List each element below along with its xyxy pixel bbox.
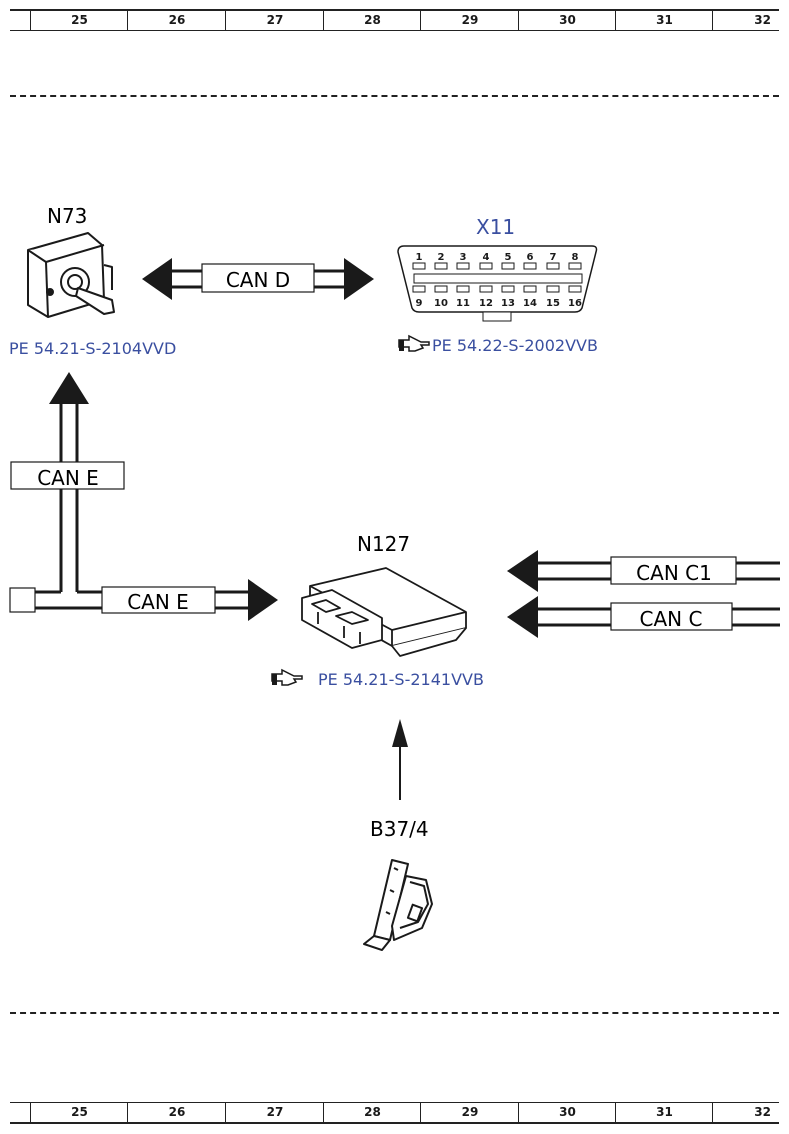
can-c-label: CAN C (640, 607, 703, 631)
pin-socket (501, 262, 515, 270)
section-divider-top (10, 95, 779, 97)
can-e-vertical-label: CAN E (37, 466, 99, 490)
pin-socket (479, 285, 493, 293)
arrowhead-right-icon (248, 579, 278, 621)
ruler-cell: 32 (712, 1103, 779, 1122)
pin-socket (456, 262, 470, 270)
can-e-tag (10, 461, 125, 490)
pedal-sensor-icon (363, 859, 433, 951)
pin-label: 8 (572, 252, 579, 263)
can-d-bus: CAN D (142, 258, 374, 300)
control-unit-icon (301, 567, 467, 657)
ruler-cell: 30 (518, 11, 616, 30)
pointing-hand-icon (398, 334, 430, 352)
pin-label: 9 (416, 298, 423, 309)
n73-reference-link[interactable]: PE 54.21-S-2104VVD (9, 339, 176, 358)
arrowhead-left-icon (142, 258, 172, 300)
pin-label: 11 (456, 298, 470, 309)
pointing-hand-icon (271, 668, 303, 686)
pin-socket (523, 285, 537, 293)
n127-label: N127 (357, 532, 410, 556)
can-c1-label: CAN C1 (636, 561, 712, 585)
ruler-cell: 26 (127, 1103, 226, 1122)
pin-label: 15 (546, 298, 560, 309)
arrowhead-up-icon (49, 372, 89, 404)
diagnostic-connector-icon: 1 2 3 4 5 6 7 8 9 10 11 12 13 14 15 16 (397, 245, 598, 322)
b37-4-label: B37/4 (370, 817, 429, 841)
arrowhead-left-icon (507, 550, 538, 592)
column-ruler-top: 25 26 27 28 29 30 31 32 (10, 9, 779, 31)
ruler-cell: 26 (127, 11, 226, 30)
ruler-cell: 32 (712, 11, 779, 30)
pin-label: 13 (501, 298, 515, 309)
ruler-cell: 27 (225, 1103, 324, 1122)
x11-label: X11 (476, 215, 515, 239)
x11-reference-link[interactable]: PE 54.22-S-2002VVB (432, 336, 598, 355)
ruler-cell: 25 (30, 1103, 128, 1122)
ruler-cell: 25 (30, 11, 128, 30)
pin-label: 12 (479, 298, 493, 309)
arrowhead-up-icon (392, 719, 408, 747)
pin-socket (479, 262, 493, 270)
can-e-horizontal-label: CAN E (127, 590, 189, 614)
column-ruler-bottom: 25 26 27 28 29 30 31 32 (10, 1102, 779, 1124)
pin-label: 1 (416, 252, 423, 263)
arrowhead-right-icon (344, 258, 374, 300)
pin-socket (546, 262, 560, 270)
can-e-bus (10, 402, 250, 610)
pin-label: 10 (434, 298, 448, 309)
ruler-cell: 28 (323, 11, 421, 30)
can-e-tag (101, 586, 216, 614)
pin-label: 14 (523, 298, 537, 309)
section-divider-bottom (10, 1012, 779, 1014)
ignition-switch-icon (27, 232, 115, 318)
arrowhead-left-icon (507, 596, 538, 638)
signal-line (392, 719, 408, 800)
pin-socket (412, 262, 426, 270)
ruler-cell: 30 (518, 1103, 616, 1122)
pin-label: 5 (505, 252, 512, 263)
pin-label: 4 (483, 252, 490, 263)
ruler-cell: 31 (615, 1103, 713, 1122)
pin-label: 6 (527, 252, 534, 263)
pin-socket (568, 285, 582, 293)
n127-reference-link[interactable]: PE 54.21-S-2141VVB (318, 670, 484, 689)
pin-label: 2 (438, 252, 445, 263)
pin-label: 3 (460, 252, 467, 263)
wire-stub (9, 587, 36, 613)
ruler-cell: 27 (225, 11, 324, 30)
pin-socket (434, 262, 448, 270)
pin-label: 7 (550, 252, 557, 263)
ruler-cell: 29 (420, 1103, 519, 1122)
ruler-cell: 29 (420, 11, 519, 30)
can-c1-bus: CAN C1 (507, 550, 780, 592)
can-c-bus: CAN C (507, 596, 780, 638)
pin-socket (568, 262, 582, 270)
ruler-cell: 28 (323, 1103, 421, 1122)
pin-socket (434, 285, 448, 293)
pin-socket (501, 285, 515, 293)
can-d-label: CAN D (226, 268, 290, 292)
ruler-cell: 31 (615, 11, 713, 30)
pin-label: 16 (568, 298, 582, 309)
pin-socket (456, 285, 470, 293)
pin-socket (412, 285, 426, 293)
n73-label: N73 (47, 204, 87, 228)
pin-socket (523, 262, 537, 270)
pin-socket (546, 285, 560, 293)
